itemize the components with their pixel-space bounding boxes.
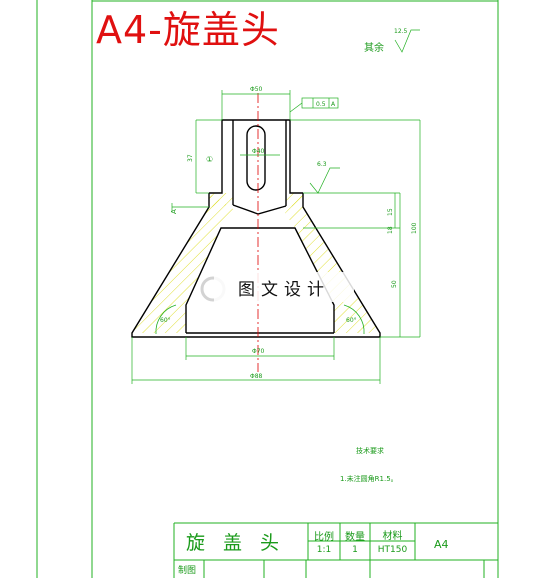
notes-line-1: 1.未注圆角R1.5。: [340, 475, 398, 483]
dim-inner-bottom: Φ70: [252, 348, 265, 355]
title-block-scale-value: 1:1: [316, 545, 332, 555]
roughness-value: 12.5: [394, 28, 408, 35]
dimension-texts: Φ50 0.5 A Φ40 37 ① A 6.3 15 18 100 50 60…: [160, 86, 418, 380]
sheet-frame: [36, 0, 499, 578]
notes-title: 技术要求: [356, 447, 384, 455]
dim-outer-bottom: Φ88: [250, 373, 263, 380]
dim-top-width: Φ50: [250, 86, 263, 93]
dim-lower-height: 50: [391, 280, 398, 288]
dim-left-height: 37: [187, 154, 194, 162]
surface-note: 其余: [364, 43, 384, 54]
title-block-part-name: 旋盖头: [186, 532, 298, 554]
dim-inner-angle-right: 60°: [346, 317, 357, 324]
title-block-grid: [173, 522, 498, 578]
dim-step-15: 15: [387, 208, 394, 216]
title-block-scale-label: 比例: [314, 532, 334, 543]
dim-local-rough: 6.3: [317, 161, 327, 168]
dim-flatness-datum: A: [331, 101, 336, 108]
dim-mark-1: ①: [206, 155, 213, 164]
title-block-drawn-by: 制图: [178, 566, 197, 576]
title-block-qty-label: 数量: [345, 532, 365, 543]
dim-inner-small: Φ40: [252, 148, 265, 155]
title-block-qty-value: 1: [352, 545, 358, 555]
title-block-drawing-code: A4: [434, 538, 449, 551]
dim-step-18: 18: [387, 226, 394, 234]
sheet-title: A4-旋盖头: [96, 8, 280, 52]
title-block-material-label: 材料: [382, 531, 403, 542]
title-block-material-value: HT150: [377, 545, 408, 555]
dimension-lines: [131, 29, 421, 384]
dim-inner-angle-left: 60°: [160, 317, 171, 324]
dim-flatness: 0.5: [316, 101, 326, 108]
watermark-text: 图文设计: [214, 272, 354, 302]
dim-datum-label: A: [170, 209, 178, 214]
dim-total-height: 100: [411, 222, 418, 234]
angle-arcs: [155, 304, 365, 335]
